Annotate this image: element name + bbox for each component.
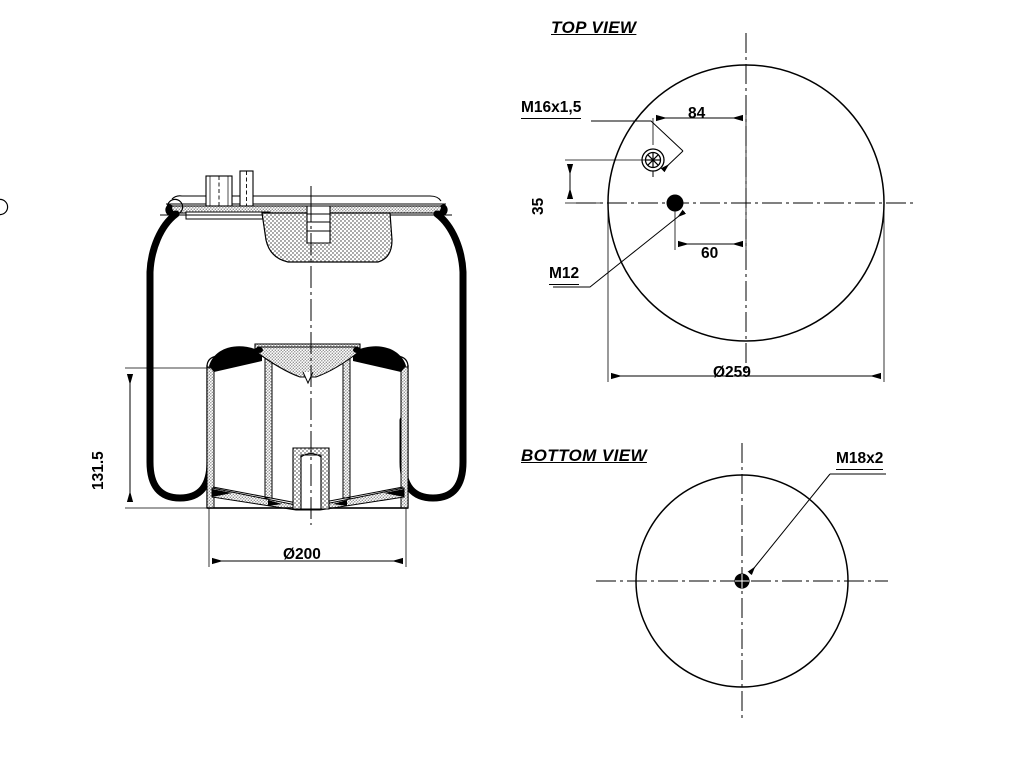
stud-m12-symbol — [666, 194, 684, 212]
callout-m12: M12 — [549, 265, 580, 285]
dim-60 — [674, 203, 747, 250]
top-view-title: TOP VIEW — [551, 18, 637, 37]
top-view — [553, 33, 916, 382]
air-port-symbol — [641, 148, 665, 177]
dim-label-35: 35 — [530, 197, 547, 215]
mounting-stud-large — [205, 175, 233, 207]
callout-m18: M18x2 — [836, 450, 884, 470]
mounting-stud-small — [239, 170, 254, 207]
bottom-view-title: BOTTOM VIEW — [521, 446, 647, 465]
dim-dia-200 — [208, 508, 407, 567]
dim-label-dia-259: Ø259 — [713, 364, 751, 381]
dim-label-84: 84 — [688, 105, 706, 122]
bottom-view — [596, 443, 888, 719]
top-plate-section — [261, 205, 393, 263]
bellows-rubber-wall — [146, 210, 467, 502]
callout-m16: M16x1,5 — [521, 99, 582, 119]
dim-label-piston-diameter: Ø200 — [283, 546, 321, 563]
dim-label-height: 131.5 — [90, 451, 107, 490]
dim-label-60: 60 — [701, 245, 719, 262]
dim-dia-259 — [607, 203, 885, 382]
center-thread-symbol — [734, 573, 750, 589]
dim-131-5 — [125, 367, 215, 509]
dim-84 — [652, 110, 747, 203]
dim-35 — [565, 159, 645, 204]
front-section-view — [0, 170, 467, 567]
